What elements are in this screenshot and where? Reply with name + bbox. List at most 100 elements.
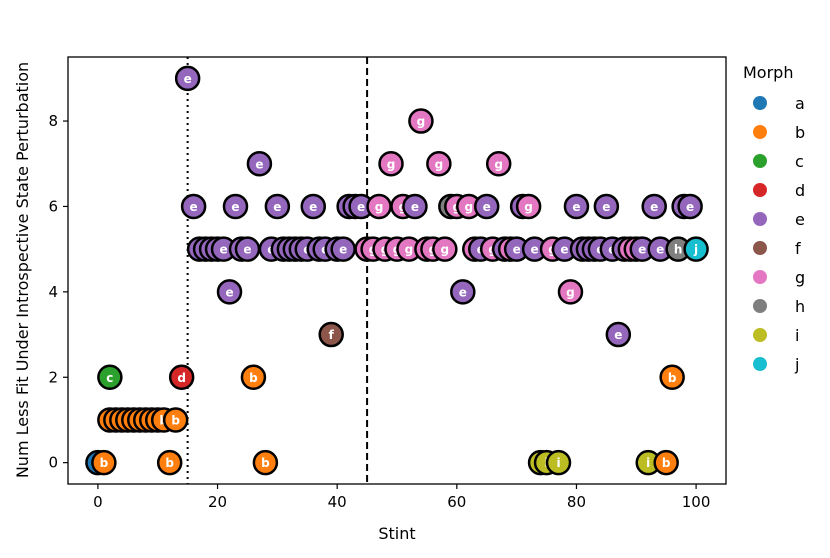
data-point-f: f <box>318 321 344 348</box>
legend-marker <box>753 183 767 197</box>
point-label: e <box>273 200 281 214</box>
data-point-g: g <box>432 236 458 262</box>
data-point-b: b <box>252 449 279 476</box>
point-label: d <box>177 371 186 385</box>
point-marker <box>318 321 344 348</box>
y-tick-label: 0 <box>48 454 58 472</box>
legend-label: i <box>795 326 799 345</box>
point-label: e <box>572 200 580 214</box>
point-label: e <box>686 200 694 214</box>
point-label: e <box>243 243 251 257</box>
point-label: e <box>339 243 347 257</box>
data-point-j: j <box>683 236 709 262</box>
point-label: i <box>556 456 560 470</box>
data-point-g: g <box>485 151 512 177</box>
data-point-e: e <box>641 193 667 220</box>
y-tick-label: 8 <box>48 112 58 130</box>
point-label: e <box>483 200 491 214</box>
legend-item-j: j <box>753 355 799 374</box>
data-point-g: g <box>408 108 434 134</box>
point-label: g <box>435 157 444 171</box>
point-marker <box>683 236 709 262</box>
point-marker <box>300 193 327 220</box>
point-label: b <box>662 456 671 470</box>
point-label: e <box>309 200 317 214</box>
legend-marker <box>753 328 767 342</box>
point-marker <box>432 236 458 262</box>
legend-marker <box>753 270 767 284</box>
data-point-e: e <box>473 193 500 220</box>
data-point-e: e <box>264 193 291 220</box>
data-point-e: e <box>174 65 201 92</box>
point-label: e <box>513 243 521 257</box>
data-point-b: b <box>659 364 685 390</box>
data-point-e: e <box>521 236 548 262</box>
y-tick-label: 4 <box>48 283 58 301</box>
point-label: e <box>219 243 227 257</box>
point-marker <box>677 193 703 220</box>
point-marker <box>264 193 291 220</box>
data-point-e: e <box>605 321 632 348</box>
point-label: e <box>190 200 198 214</box>
point-label: e <box>650 200 658 214</box>
point-label: c <box>106 371 113 385</box>
point-label: g <box>441 243 450 257</box>
point-label: b <box>261 456 270 470</box>
data-point-e: e <box>402 193 428 220</box>
point-label: g <box>524 200 533 214</box>
data-point-b: b <box>240 364 267 390</box>
point-label: e <box>225 285 233 299</box>
legend-marker <box>753 96 767 110</box>
data-point-b: b <box>156 449 183 476</box>
point-label: b <box>171 413 180 427</box>
point-marker <box>168 364 195 390</box>
y-tick-label: 2 <box>48 368 58 386</box>
data-point-b: b <box>162 407 189 433</box>
point-marker <box>216 279 243 305</box>
point-label: g <box>387 157 396 171</box>
point-marker <box>156 449 183 476</box>
point-label: e <box>531 243 539 257</box>
x-tick-label: 40 <box>328 493 347 511</box>
point-marker <box>97 364 123 390</box>
legend-label: j <box>794 355 799 374</box>
legend-marker <box>753 212 767 226</box>
point-label: f <box>329 328 335 342</box>
data-point-i: i <box>635 449 661 476</box>
data-point-e: e <box>234 236 261 262</box>
legend-label: h <box>795 297 805 316</box>
point-label: b <box>165 456 174 470</box>
point-marker <box>605 321 632 348</box>
point-marker <box>426 151 452 177</box>
legend-item-g: g <box>753 268 805 287</box>
point-marker <box>641 193 667 220</box>
point-marker <box>473 193 500 220</box>
data-point-g: g <box>366 193 392 220</box>
x-axis-title: Stint <box>378 524 415 543</box>
x-tick-label: 80 <box>567 493 586 511</box>
plot-area: abcbbbbbbbbbbbbdeeeeeeeeeeebebeeeeeeeeee… <box>85 57 709 484</box>
point-label: e <box>357 200 365 214</box>
point-marker <box>659 364 685 390</box>
x-tick-label: 0 <box>93 493 103 511</box>
data-point-d: d <box>168 364 195 390</box>
legend-label: c <box>795 152 804 171</box>
point-label: e <box>184 72 192 86</box>
legend-marker <box>753 299 767 313</box>
data-point-b: b <box>91 449 117 476</box>
data-point-e: e <box>246 151 273 177</box>
x-tick-label: 60 <box>447 493 466 511</box>
point-label: b <box>668 371 677 385</box>
point-marker <box>246 151 273 177</box>
data-point-e: e <box>593 193 620 220</box>
point-label: g <box>405 243 414 257</box>
point-marker <box>162 407 189 433</box>
point-label: b <box>100 456 109 470</box>
point-label: e <box>255 157 263 171</box>
point-marker <box>563 193 590 220</box>
data-point-c: c <box>97 364 123 390</box>
point-label: g <box>417 115 426 129</box>
point-marker <box>450 279 476 305</box>
